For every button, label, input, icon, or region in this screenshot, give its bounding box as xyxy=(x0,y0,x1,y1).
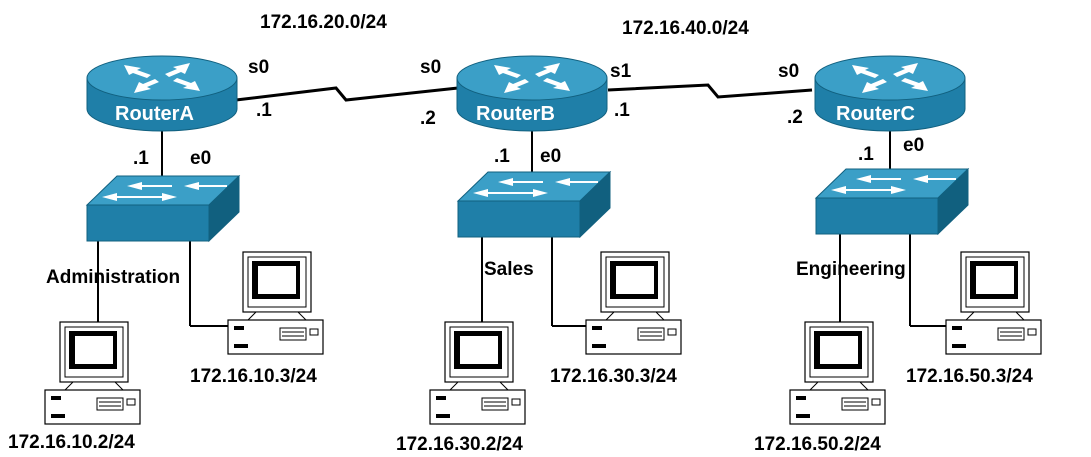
router-b-lan-ip: .1 xyxy=(494,146,510,167)
host-ip-sales-2: 172.16.30.3/24 xyxy=(550,366,677,387)
router-a-serial-iface: s0 xyxy=(248,57,269,78)
router-b-serial-left-ip: .2 xyxy=(420,108,436,129)
router-b-name: RouterB xyxy=(476,103,555,125)
router-b-serial-left-iface: s0 xyxy=(420,57,441,78)
pc-admin-host1-icon[interactable] xyxy=(44,321,141,425)
lan-name-engineering: Engineering xyxy=(796,259,906,280)
serial-link-b-c xyxy=(607,83,813,99)
switch-sales-icon[interactable] xyxy=(457,171,611,238)
pc-admin-host2-icon[interactable] xyxy=(227,251,324,355)
router-b-serial-right-ip: .1 xyxy=(614,100,630,121)
router-c-serial-iface: s0 xyxy=(778,61,799,82)
router-b-serial-right-iface: s1 xyxy=(610,61,632,82)
host-ip-sales-1: 172.16.30.2/24 xyxy=(396,434,523,455)
host-ip-eng-2: 172.16.50.3/24 xyxy=(906,366,1033,387)
router-a-lan-ip: .1 xyxy=(133,148,149,169)
pc-eng-host2-icon[interactable] xyxy=(945,251,1042,355)
router-c-lan-iface: e0 xyxy=(903,135,924,156)
router-a-serial-ip: .1 xyxy=(256,100,272,121)
router-b-lan-iface: e0 xyxy=(540,146,561,167)
router-c-lan-ip: .1 xyxy=(858,144,874,165)
host-ip-admin-2: 172.16.10.3/24 xyxy=(190,366,317,387)
host-ip-eng-1: 172.16.50.2/24 xyxy=(754,434,881,455)
switch-admin-icon[interactable] xyxy=(86,175,240,242)
lan-name-sales: Sales xyxy=(484,259,534,280)
switch-engineering-icon[interactable] xyxy=(815,168,969,235)
network-label-a-b: 172.16.20.0/24 xyxy=(260,12,387,33)
lan-name-admin: Administration xyxy=(46,267,180,288)
serial-link-a-b xyxy=(235,86,459,102)
pc-sales-host1-icon[interactable] xyxy=(429,321,526,425)
router-c-name: RouterC xyxy=(836,103,915,125)
pc-sales-host2-icon[interactable] xyxy=(585,251,682,355)
network-label-b-c: 172.16.40.0/24 xyxy=(622,18,749,39)
wires xyxy=(97,83,948,327)
router-a-lan-iface: e0 xyxy=(190,148,211,169)
router-a-name: RouterA xyxy=(115,103,194,125)
pc-eng-host1-icon[interactable] xyxy=(789,321,886,425)
host-ip-admin-1: 172.16.10.2/24 xyxy=(8,432,135,453)
router-c-serial-ip: .2 xyxy=(787,107,803,128)
